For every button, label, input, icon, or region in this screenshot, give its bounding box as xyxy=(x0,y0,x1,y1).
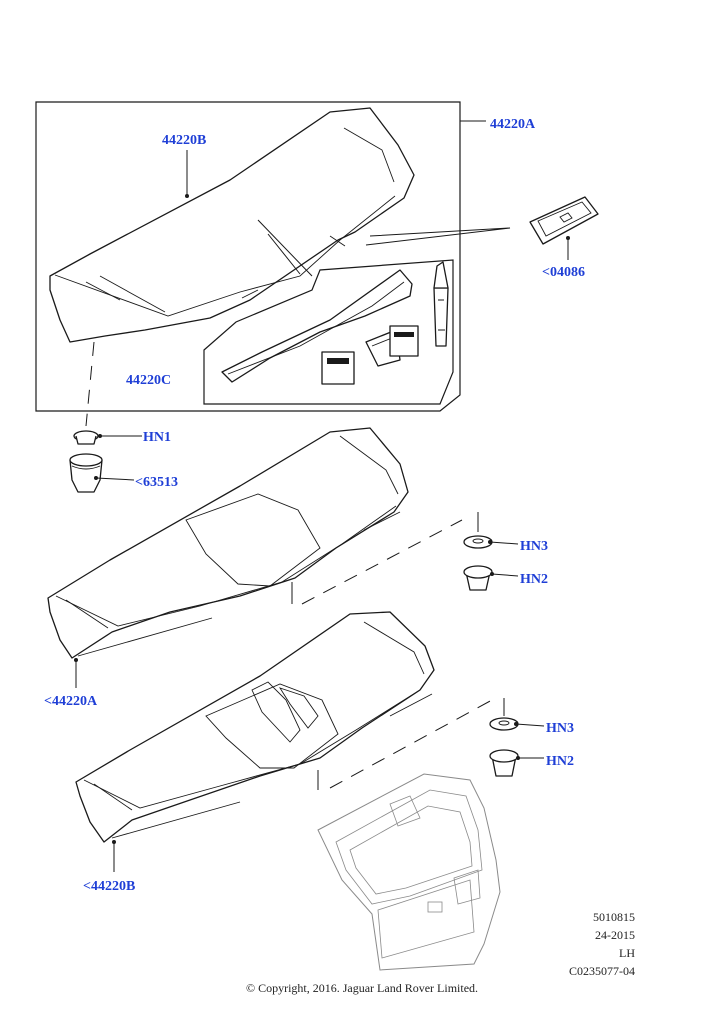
callout-44220A[interactable]: 44220A xyxy=(490,117,536,132)
copyright: © Copyright, 2016. Jaguar Land Rover Lim… xyxy=(245,981,479,995)
kit-frame xyxy=(35,101,461,412)
sub-kit-frame xyxy=(203,259,454,405)
clip-hn1 xyxy=(73,430,99,445)
trim-part xyxy=(221,269,413,383)
callout-hn2-top[interactable]: HN2 xyxy=(520,572,548,587)
doc-number: 5010815 xyxy=(593,910,635,924)
spoiler-44220A xyxy=(47,427,409,659)
grommet-63513 xyxy=(69,453,103,493)
spoiler-inner-leader-a xyxy=(257,219,313,277)
doc-date: 24-2015 xyxy=(595,928,635,942)
callout-04086[interactable]: <04086 xyxy=(542,265,585,280)
nut-hn2-bottom xyxy=(489,749,519,777)
primer-pen xyxy=(433,261,449,347)
dash-spoiler-to-hn1 xyxy=(85,341,95,427)
callout-44220C[interactable]: 44220C xyxy=(126,373,171,388)
leader-04086-wedge xyxy=(365,227,511,246)
callout-63513[interactable]: <63513 xyxy=(135,475,178,490)
spoiler-kit-part xyxy=(49,107,415,343)
callout-44220B[interactable]: 44220B xyxy=(162,133,206,148)
doc-side: LH xyxy=(619,946,635,960)
sensor-cover-part xyxy=(529,196,599,245)
dash-line-top xyxy=(301,519,463,605)
spoiler-44220B xyxy=(75,611,435,843)
washer-hn3-top xyxy=(463,535,493,549)
washer-hn3-bottom xyxy=(489,717,519,731)
callout-hn1[interactable]: HN1 xyxy=(143,430,171,445)
callout-44220A-ref[interactable]: <44220A xyxy=(44,694,98,709)
label-sheets xyxy=(321,325,419,385)
callout-hn3-bottom[interactable]: HN3 xyxy=(546,721,574,736)
callout-hn3-top[interactable]: HN3 xyxy=(520,539,548,554)
callout-44220B-ref[interactable]: <44220B xyxy=(83,879,135,894)
doc-code: C0235077-04 xyxy=(569,964,635,978)
spoiler-inner-leader-b xyxy=(267,233,301,275)
callout-hn2-bottom[interactable]: HN2 xyxy=(546,754,574,769)
nut-hn2-top xyxy=(463,565,493,591)
tailgate-reference xyxy=(317,773,501,971)
dash-line-bottom xyxy=(329,699,493,789)
